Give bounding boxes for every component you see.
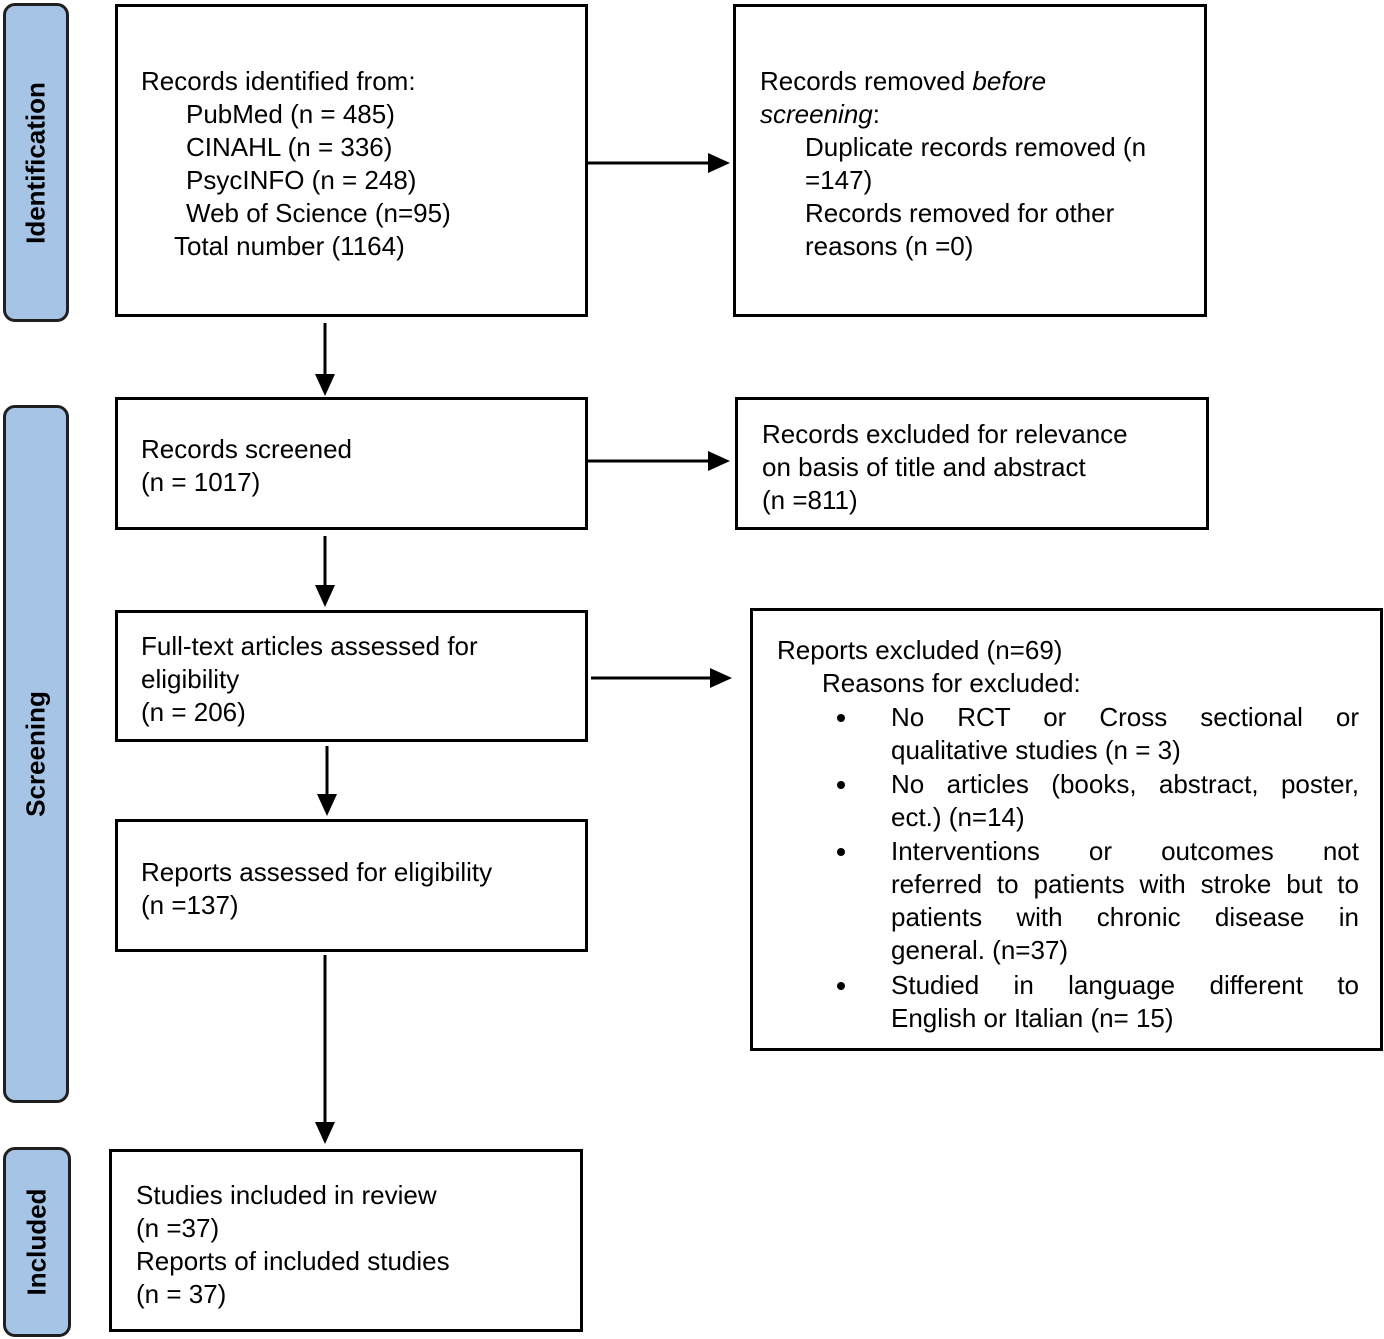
studies-included-label: Studies included in review bbox=[136, 1180, 437, 1210]
reason-3-line3: patients with chronic disease in bbox=[891, 902, 1359, 932]
reports-excluded-title: Reports excluded (n=69) bbox=[777, 635, 1063, 665]
arrowhead-3 bbox=[708, 451, 730, 471]
bullet-4 bbox=[837, 982, 845, 990]
records-screened-box: Records screened (n = 1017) bbox=[115, 397, 588, 530]
arrowhead-4 bbox=[315, 585, 335, 607]
reason-4-line1: Studied in language different to bbox=[891, 970, 1359, 1000]
arrowhead-7 bbox=[315, 1122, 335, 1144]
reports-assessed-label: Reports assessed for eligibility bbox=[141, 857, 493, 887]
reason-3-line2: referred to patients with stroke but to bbox=[891, 869, 1359, 899]
records-excluded-line2: on basis of title and abstract bbox=[762, 452, 1086, 482]
reason-2-line1: No articles (books, abstract, poster, bbox=[891, 769, 1359, 799]
fulltext-count: (n = 206) bbox=[141, 697, 246, 727]
arrowhead-2 bbox=[315, 374, 335, 396]
wos-count: Web of Science (n=95) bbox=[186, 198, 451, 228]
arrowhead-5 bbox=[710, 668, 732, 688]
reports-included-count: (n = 37) bbox=[136, 1279, 227, 1309]
records-excluded-count: (n =811) bbox=[762, 485, 858, 515]
bullet-3 bbox=[837, 848, 845, 856]
records-identified-title: Records identified from: bbox=[141, 66, 416, 96]
records-removed-title-2: screening: bbox=[760, 99, 880, 129]
reason-1-line1: No RCT or Cross sectional or bbox=[891, 702, 1359, 732]
reason-1-line2: qualitative studies (n = 3) bbox=[891, 735, 1181, 765]
reason-3-line1: Interventions or outcomes not bbox=[891, 836, 1359, 866]
reason-3-line4: general. (n=37) bbox=[891, 935, 1069, 965]
reports-excluded-box: Reports excluded (n=69) Reasons for excl… bbox=[750, 608, 1383, 1051]
pubmed-count: PubMed (n = 485) bbox=[186, 99, 395, 129]
reports-included-label: Reports of included studies bbox=[136, 1246, 450, 1276]
arrowhead-1 bbox=[708, 153, 730, 173]
bullet-2 bbox=[837, 781, 845, 789]
records-identified-box: Records identified from: PubMed (n = 485… bbox=[115, 4, 588, 317]
duplicates-removed: Duplicate records removed (n bbox=[805, 132, 1147, 162]
studies-included-box: Studies included in review (n =37) Repor… bbox=[109, 1149, 583, 1332]
records-excluded-box: Records excluded for relevance on basis … bbox=[735, 397, 1209, 530]
other-removed: Records removed for other bbox=[805, 198, 1115, 228]
phase-included: Included bbox=[3, 1147, 71, 1337]
bullet-1 bbox=[837, 714, 845, 722]
reasons-title: Reasons for excluded: bbox=[822, 668, 1081, 698]
total-number: Total number (1164) bbox=[174, 231, 405, 261]
records-removed-box: Records removed before screening: Duplic… bbox=[733, 4, 1207, 317]
arrowhead-6 bbox=[317, 794, 337, 816]
fulltext-line2: eligibility bbox=[141, 664, 240, 694]
phase-screening: Screening bbox=[3, 405, 69, 1103]
duplicates-removed-count: =147) bbox=[805, 165, 873, 195]
cinahl-count: CINAHL (n = 336) bbox=[186, 132, 393, 162]
records-removed-title: Records removed before bbox=[760, 66, 1047, 96]
records-screened-count: (n = 1017) bbox=[141, 467, 261, 497]
psycinfo-count: PsycINFO (n = 248) bbox=[186, 165, 417, 195]
other-removed-count: reasons (n =0) bbox=[805, 231, 974, 261]
reports-assessed-box: Reports assessed for eligibility (n =137… bbox=[115, 819, 588, 952]
reason-4-line2: English or Italian (n= 15) bbox=[891, 1003, 1174, 1033]
studies-included-count: (n =37) bbox=[136, 1213, 220, 1243]
reason-2-line2: ect.) (n=14) bbox=[891, 802, 1025, 832]
records-screened-label: Records screened bbox=[141, 434, 352, 464]
records-excluded-line1: Records excluded for relevance bbox=[762, 419, 1128, 449]
phase-identification: Identification bbox=[3, 3, 69, 322]
fulltext-line1: Full-text articles assessed for bbox=[141, 631, 478, 661]
reports-assessed-count: (n =137) bbox=[141, 890, 239, 920]
fulltext-assessed-box: Full-text articles assessed for eligibil… bbox=[115, 610, 588, 742]
